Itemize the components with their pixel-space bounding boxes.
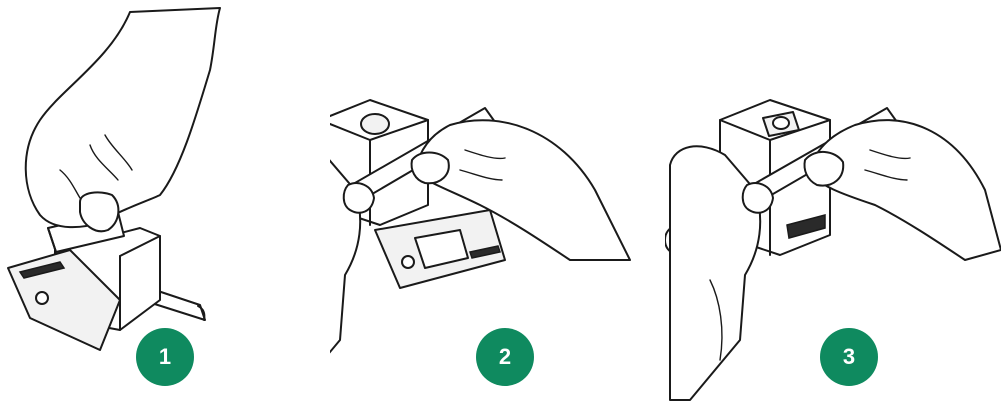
step-3-badge: 3 [820,328,878,386]
step-2-badge: 2 [476,328,534,386]
step-2-panel: 2 [330,0,665,411]
step-3-panel: 3 [665,0,1001,411]
step-2-number: 2 [499,344,511,370]
step-1-panel: 1 [0,0,330,411]
step-1-number: 1 [159,344,171,370]
step-1-badge: 1 [136,328,194,386]
hand [26,8,220,227]
step-3-number: 3 [843,344,855,370]
right-hand [810,120,1001,260]
